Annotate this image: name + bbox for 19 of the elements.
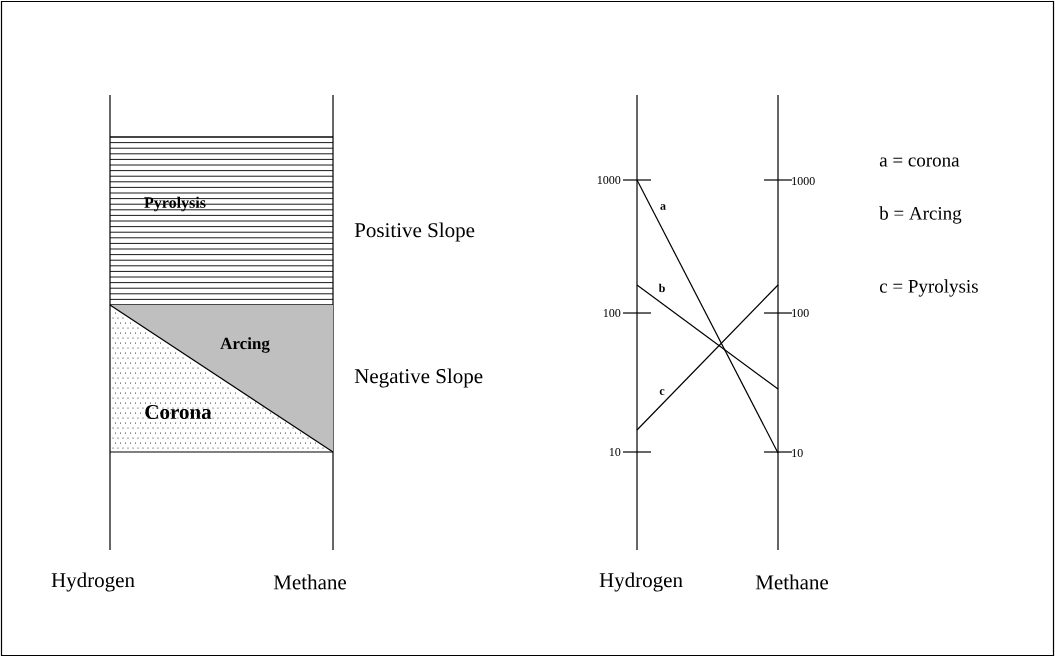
slope-label: Negative Slope <box>354 368 483 388</box>
line-label: a <box>660 204 666 210</box>
tick-label: 100 <box>603 308 621 318</box>
tick-label: 10 <box>792 448 803 458</box>
tick-label: 1000 <box>792 176 815 186</box>
key-text: b = Arcing <box>879 206 962 224</box>
tick-label: 100 <box>792 308 809 318</box>
key-text: c = Pyrolysis <box>879 279 978 297</box>
key-text: a = corona <box>879 157 960 167</box>
line-label: c <box>659 389 665 395</box>
tick-label: 1000 <box>597 175 621 185</box>
line-label: b <box>658 283 665 293</box>
axis-label: Methane <box>273 574 346 590</box>
axis-label: Methane <box>755 574 828 590</box>
axis-label: Hydrogen <box>599 572 683 592</box>
node-label: Corona <box>145 404 212 420</box>
axis-label: Hydrogen <box>51 572 135 592</box>
tick-label: 10 <box>609 447 621 457</box>
slope-label: Positive Slope <box>354 222 475 242</box>
